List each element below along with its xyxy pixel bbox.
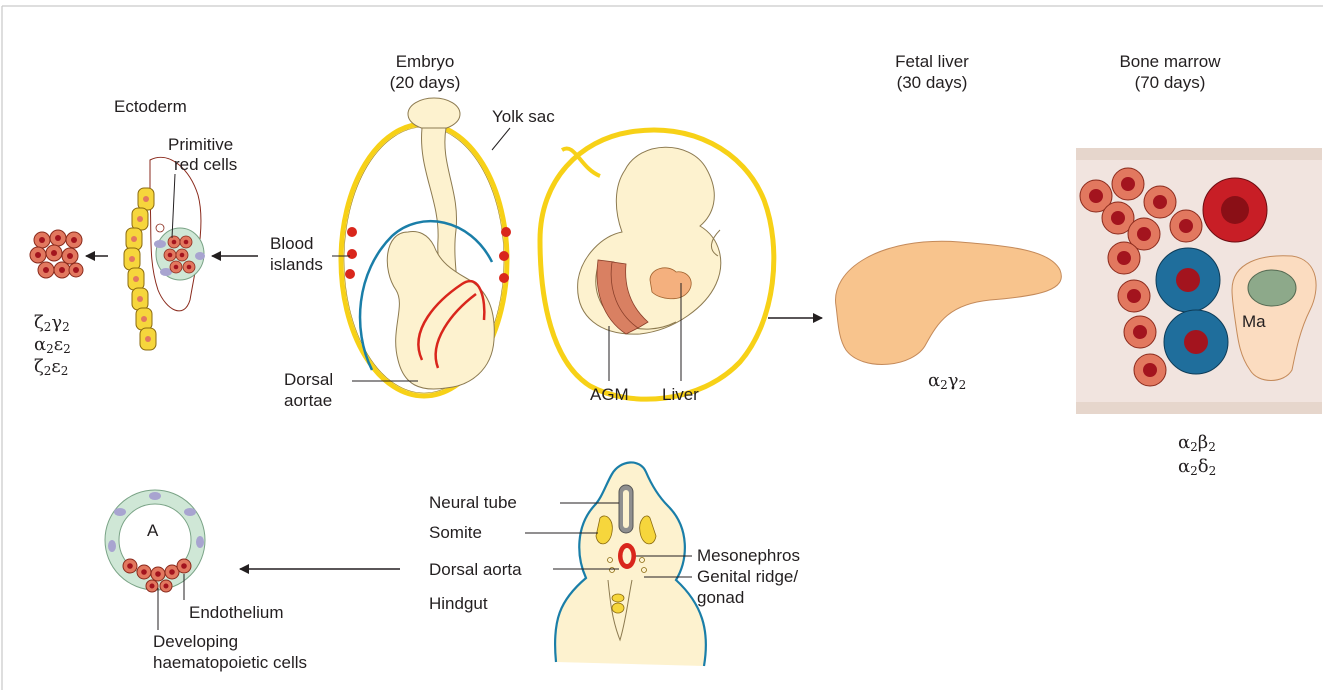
developing-cells-label-2: haematopoietic cells — [153, 653, 307, 673]
globin-adult-2: α2δ2 — [1178, 456, 1216, 478]
fetal-liver-age: (30 days) — [872, 73, 992, 93]
genital-ridge-label-2: gonad — [697, 588, 744, 608]
blood-islands-label-1: Blood — [270, 234, 313, 254]
ectoderm-cells — [124, 188, 156, 350]
dorsal-aortae-label-1: Dorsal — [284, 370, 333, 390]
embryo-title: Embryo — [370, 52, 480, 72]
mesonephros-label: Mesonephros — [697, 546, 800, 566]
agm-label: AGM — [590, 385, 629, 405]
globin-embryonic-1: ζ2γ2 — [34, 312, 70, 334]
globin-adult-1: α2β2 — [1178, 432, 1216, 454]
globin-embryonic-2: α2ε2 — [34, 334, 71, 356]
fetal-liver-shape — [836, 241, 1062, 364]
macrophage-label: Ma — [1242, 312, 1266, 332]
embryo-20-days — [332, 98, 511, 396]
liver-label: Liver — [662, 385, 699, 405]
ectoderm-label: Ectoderm — [114, 97, 187, 117]
genital-ridge-label-1: Genital ridge/ — [697, 567, 798, 587]
primitive-red-cell-cluster — [30, 230, 83, 278]
dorsal-aorta-label: Dorsal aorta — [429, 560, 522, 580]
somite-label: Somite — [429, 523, 482, 543]
aorta-lumen-label: A — [147, 521, 158, 541]
globin-embryonic-3: ζ2ε2 — [34, 356, 68, 378]
bone-marrow-title: Bone marrow — [1100, 52, 1240, 72]
embryo-with-liver — [540, 130, 774, 399]
developing-cells-label-1: Developing — [153, 632, 238, 652]
fetal-liver-title: Fetal liver — [872, 52, 992, 72]
endothelium-label: Endothelium — [189, 603, 284, 623]
embryo-cross-section — [525, 462, 706, 666]
primitive-red-cells-label-1: Primitive — [168, 135, 233, 155]
bone-marrow-age: (70 days) — [1100, 73, 1240, 93]
primitive-red-cells-label-2: red cells — [174, 155, 237, 175]
hindgut-label: Hindgut — [429, 594, 488, 614]
embryo-age: (20 days) — [370, 73, 480, 93]
blood-island-detail — [124, 157, 205, 350]
globin-fetal-1: α2γ2 — [928, 370, 966, 392]
dorsal-aortae-label-2: aortae — [284, 391, 332, 411]
neural-tube-label: Neural tube — [429, 493, 517, 513]
yolk-sac-label: Yolk sac — [492, 107, 555, 127]
blood-islands-label-2: islands — [270, 255, 323, 275]
bone-marrow-panel — [1076, 148, 1322, 414]
